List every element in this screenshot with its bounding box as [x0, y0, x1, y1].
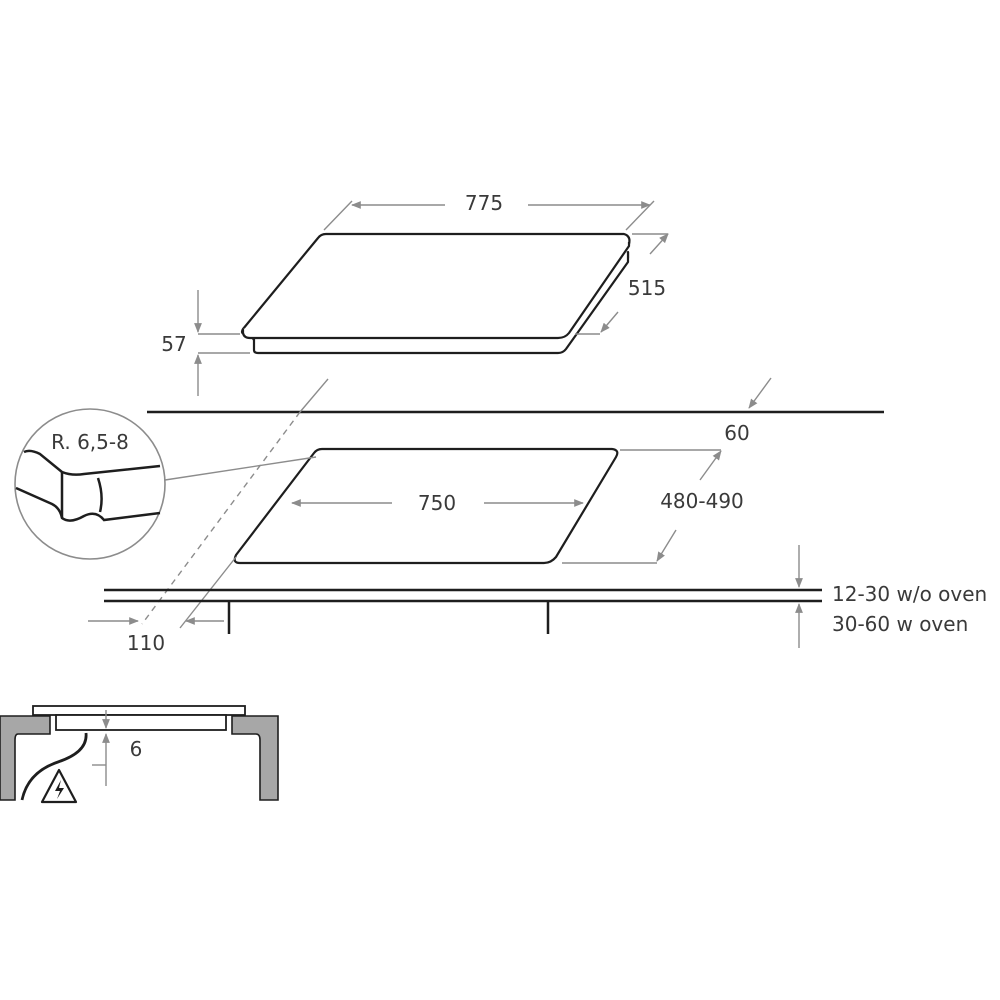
label-worktop-without-oven: 12-30 w/o oven — [832, 582, 987, 606]
hob — [240, 232, 631, 355]
label-corner-radius: R. 6,5-8 — [51, 430, 129, 454]
dimension-depth: 515 — [575, 233, 669, 335]
projection-line-cutout — [179, 556, 237, 629]
label-width: 775 — [465, 191, 503, 215]
label-cutout-depth: 480-490 — [660, 489, 744, 513]
dimension-cutout-depth: 480-490 — [562, 449, 744, 564]
label-height: 57 — [161, 332, 186, 356]
label-cutout-width: 750 — [418, 491, 456, 515]
detail-corner-front — [15, 486, 161, 522]
projection-line-upper — [299, 378, 329, 413]
cutout-outline — [233, 447, 619, 565]
wall-right — [231, 715, 279, 801]
wall-left — [0, 715, 51, 801]
dimension-width: 775 — [323, 191, 655, 231]
dimension-worktop-thickness: 12-30 w/o oven 30-60 w oven — [795, 545, 987, 648]
section-view: 6 — [0, 705, 279, 804]
power-cable — [20, 732, 88, 801]
dimension-rear-clearance: 60 — [724, 377, 772, 445]
hob-glass-edge — [241, 242, 631, 340]
label-rear-clearance: 60 — [724, 421, 749, 445]
section-hob-glass — [32, 705, 246, 716]
label-under-gap: 6 — [130, 737, 143, 761]
high-voltage-warning-icon — [40, 768, 78, 804]
dimension-front-clearance: 110 — [88, 617, 224, 655]
corner-radius-detail: R. 6,5-8 — [14, 408, 317, 560]
label-worktop-with-oven: 30-60 w oven — [832, 612, 968, 636]
projection-line-dashed — [141, 411, 301, 625]
label-front-clearance: 110 — [127, 631, 165, 655]
dimension-height: 57 — [161, 290, 250, 396]
detail-circle — [14, 408, 166, 560]
label-depth: 515 — [628, 276, 666, 300]
section-hob-body — [55, 714, 227, 731]
dimension-cutout-width: 750 — [291, 491, 584, 515]
detail-corner-edge — [60, 472, 103, 518]
